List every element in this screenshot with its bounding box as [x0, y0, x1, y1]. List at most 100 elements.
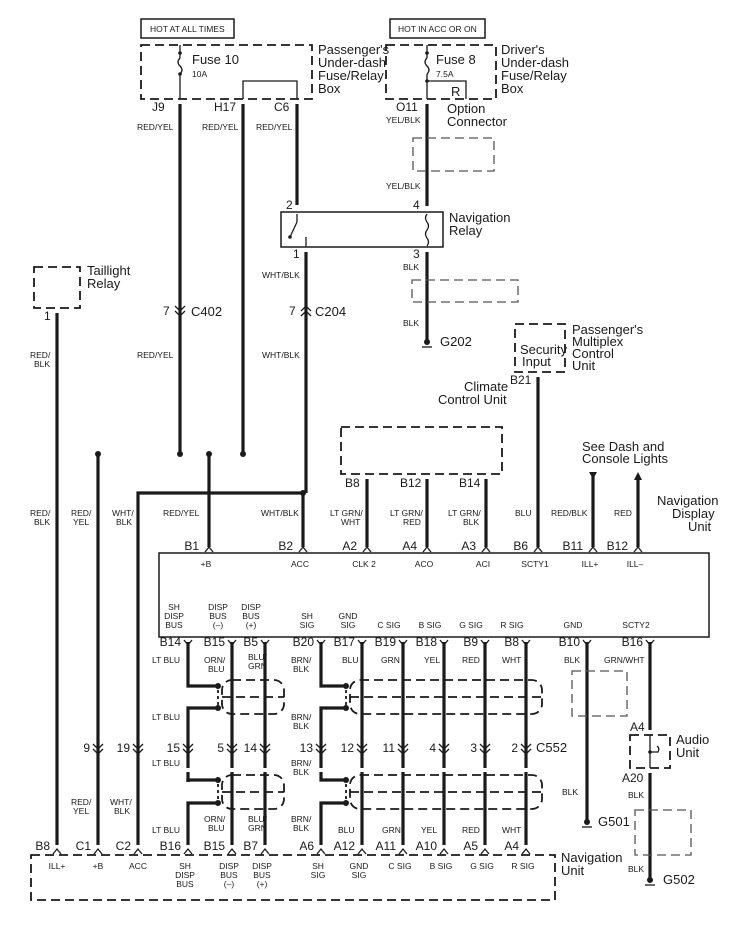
svg-text:WHT/BLK: WHT/BLK: [262, 350, 300, 360]
svg-text:Fuse/Relay: Fuse/Relay: [501, 68, 567, 83]
svg-text:BRN/: BRN/: [291, 655, 312, 665]
pin-label: B16: [160, 839, 182, 853]
svg-text:RED: RED: [462, 655, 480, 665]
svg-text:Box: Box: [318, 81, 341, 96]
svg-text:G502: G502: [663, 872, 695, 887]
svg-text:LT BLU: LT BLU: [152, 655, 180, 665]
svg-text:B14: B14: [459, 476, 481, 490]
pin-label: B15: [204, 635, 226, 649]
terminal-icon: [133, 847, 143, 855]
pin-label: B10: [559, 635, 581, 649]
svg-text:WHT/: WHT/: [112, 508, 134, 518]
pin-function: (+): [257, 879, 268, 889]
ground-g502-icon: [645, 877, 655, 886]
pin-label: A10: [416, 839, 438, 853]
svg-text:BLU/: BLU/: [248, 814, 268, 824]
pin-function: GND: [564, 620, 583, 630]
pin-function: B SIG: [419, 620, 442, 630]
terminal-icon: [316, 847, 326, 855]
wire-display-gnd-blk: BLK BLK GRN/WHT G501: [562, 642, 645, 829]
pin-function: SCTY2: [622, 620, 650, 630]
pin-label: B5: [243, 635, 258, 649]
pin-label: 13: [300, 741, 314, 755]
svg-text:Console Lights: Console Lights: [582, 451, 668, 466]
pin-function: GND: [339, 611, 358, 621]
connector-icon: [397, 743, 409, 755]
svg-text:GRN: GRN: [248, 661, 267, 671]
arrow-up-icon: [634, 472, 642, 480]
svg-text:A4: A4: [630, 720, 645, 734]
svg-text:Connector: Connector: [447, 114, 508, 129]
svg-text:RED: RED: [403, 517, 421, 527]
svg-text:Fuse 8: Fuse 8: [436, 52, 476, 67]
pin-label: B19: [375, 635, 397, 649]
taillight-relay: Taillight Relay 1 RED/ BLK RED/ BLK: [30, 263, 131, 845]
svg-text:C552: C552: [536, 740, 567, 755]
pin-function: ACC: [291, 559, 309, 569]
svg-text:RED/YEL: RED/YEL: [137, 350, 174, 360]
wire-nav-plusb-red-yel: RED/ YEL RED/ YEL: [71, 454, 100, 845]
svg-text:1: 1: [293, 247, 300, 261]
pin-function: BUS: [253, 870, 271, 880]
pin-function: DISP: [208, 602, 228, 612]
svg-text:GRN: GRN: [381, 655, 400, 665]
pin-label: B2: [278, 539, 293, 553]
svg-text:Display: Display: [672, 506, 715, 521]
pin-label: A12: [334, 839, 356, 853]
svg-text:BRN/: BRN/: [291, 758, 312, 768]
hot-at-all-times-label: HOT AT ALL TIMES: [140, 18, 235, 39]
svg-text:HOT IN ACC OR ON: HOT IN ACC OR ON: [398, 24, 477, 34]
wire-display-b1-red-yel: RED/YEL: [163, 454, 211, 547]
pin-function: B SIG: [430, 861, 453, 871]
svg-text:ORN/: ORN/: [204, 655, 226, 665]
pin-function: DISP: [175, 870, 195, 880]
terminal-icon: [521, 847, 531, 855]
svg-text:Relay: Relay: [87, 276, 121, 291]
svg-text:YEL: YEL: [73, 806, 89, 816]
c552-pin: 13: [300, 741, 327, 755]
terminal-icon: [93, 847, 103, 855]
svg-text:Input: Input: [522, 354, 551, 369]
pin-function: ACI: [476, 559, 490, 569]
wire-scty2-audio: A4 Audio Unit A20 BLK BLK G502: [622, 642, 709, 887]
pin-function: SIG: [341, 620, 356, 630]
pin-function: DISP: [164, 611, 184, 621]
c552-pin: 19: [117, 741, 144, 755]
svg-text:BLK: BLK: [463, 517, 479, 527]
svg-text:J9: J9: [152, 100, 165, 114]
connector-icon: [438, 743, 450, 755]
terminal-icon: [480, 847, 490, 855]
terminal-icon: [588, 545, 598, 553]
svg-text:BLK: BLK: [628, 864, 644, 874]
pin-label: B17: [334, 635, 356, 649]
svg-text:RED/: RED/: [71, 508, 92, 518]
pin-label: A2: [342, 539, 357, 553]
dash-console-lights-ref: See Dash and Console Lights RED/BLK RED: [551, 439, 668, 547]
pin-function: SH: [301, 611, 313, 621]
pin-label: 4: [429, 741, 436, 755]
terminal-icon: [422, 545, 432, 553]
svg-text:BRN/: BRN/: [291, 814, 312, 824]
pin-function: R SIG: [511, 861, 534, 871]
svg-text:4: 4: [413, 198, 420, 212]
fuse-icon: [177, 57, 183, 75]
svg-text:10A: 10A: [192, 69, 207, 79]
svg-text:HOT AT ALL TIMES: HOT AT ALL TIMES: [150, 24, 225, 34]
pin-label: A3: [461, 539, 476, 553]
svg-text:C402: C402: [191, 304, 222, 319]
svg-text:LT GRN/: LT GRN/: [448, 508, 481, 518]
svg-text:Taillight: Taillight: [87, 263, 131, 278]
svg-text:RED/: RED/: [71, 797, 92, 807]
wire-o11-yel-blk: YEL/BLK YEL/BLK: [386, 104, 495, 206]
wire-c6-red-yel: RED/YEL: [256, 104, 299, 205]
pin-function: +B: [93, 861, 104, 871]
